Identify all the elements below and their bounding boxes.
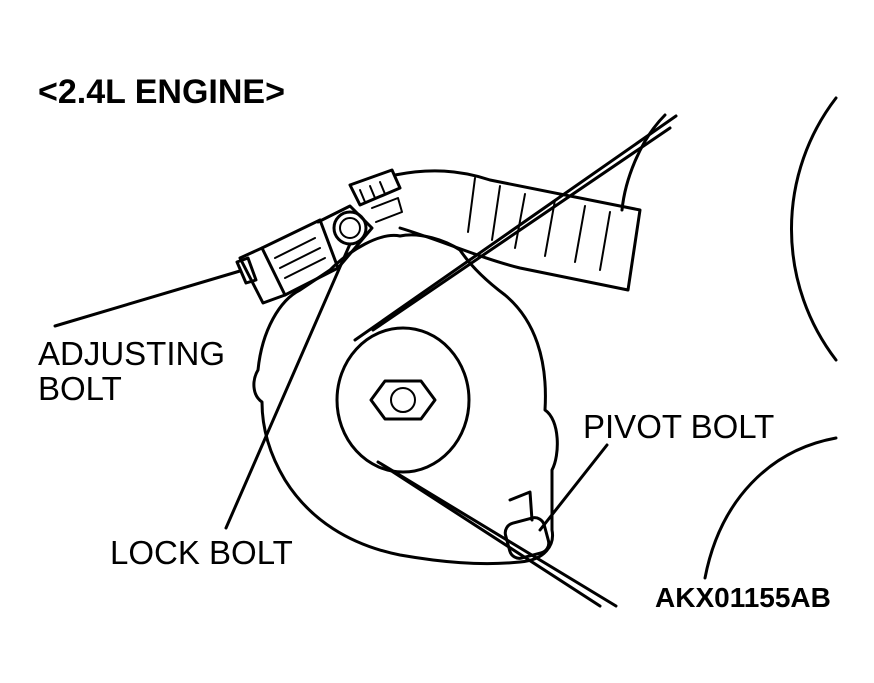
adjusting-bolt-label-line2: BOLT [38,370,122,407]
pivot-bolt-leader [538,443,609,532]
adjusting-bolt-leader [53,269,242,328]
figure-code: AKX01155AB [655,582,831,613]
pivot-bolt [503,490,551,560]
lock-bolt [332,210,368,246]
adjusting-bolt-assembly [235,168,403,305]
lock-bolt-leader [224,242,352,530]
diagram-title: <2.4L ENGINE> [38,73,285,111]
drive-belt [353,114,678,608]
lower-right-pulley [703,436,838,580]
adjusting-bolt-label-line1: ADJUSTING [38,335,225,372]
alternator-pulley [335,326,471,474]
upper-right-pulley [620,96,838,362]
alternator-housing [252,233,559,566]
lock-bolt-label: LOCK BOLT [110,534,293,571]
pivot-bolt-label: PIVOT BOLT [583,408,774,445]
pulley-nut-icon [369,379,437,421]
